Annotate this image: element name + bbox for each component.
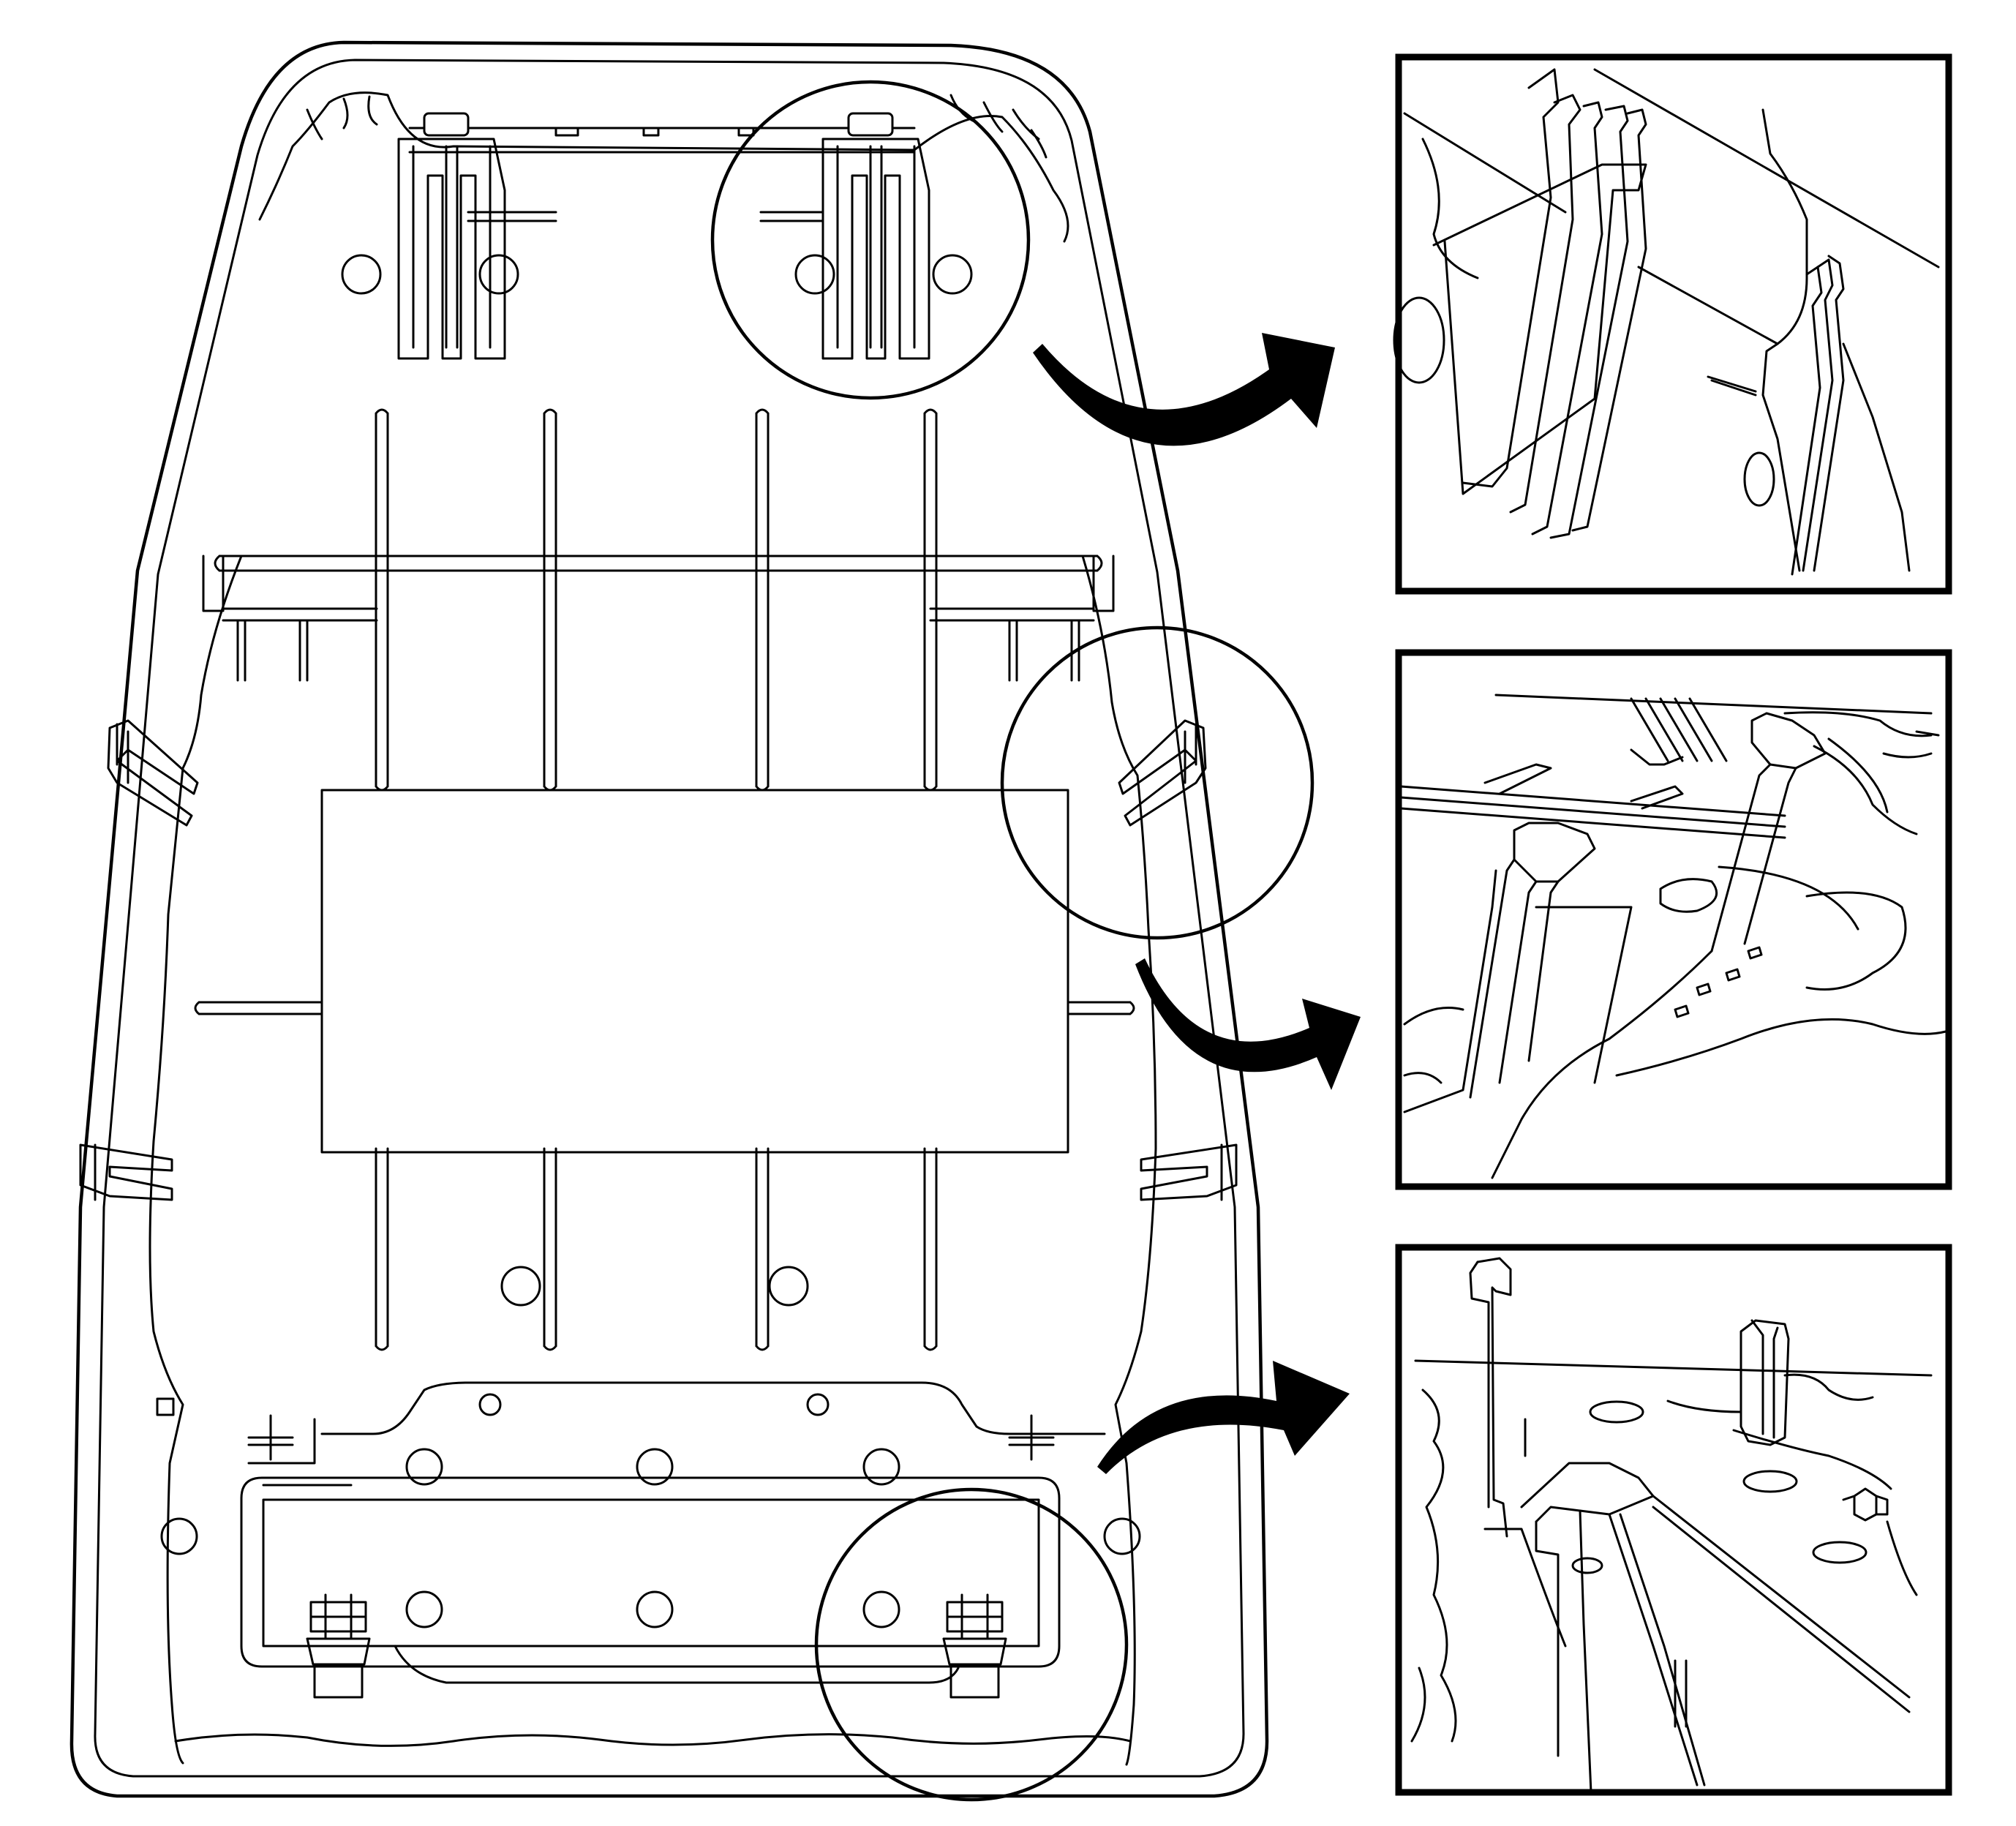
arrow-bottom <box>1097 1361 1350 1474</box>
center-label-panel <box>320 789 1069 1154</box>
detail-panel-bottom <box>1395 1244 1952 1796</box>
side-retainer-lower-right <box>1140 1143 1238 1201</box>
panel-outer-edge <box>69 40 1269 1798</box>
lower-clip-left <box>306 1593 371 1699</box>
foam-edge-left <box>148 555 243 1765</box>
lower-clip-right <box>942 1593 1007 1699</box>
magnifier-circles <box>710 80 1314 1802</box>
top-ridge <box>408 127 916 154</box>
magnifier-bottom <box>814 1487 1129 1802</box>
detail-panel-top <box>1393 53 1952 595</box>
foam-edge-bottom <box>174 1733 1132 1747</box>
seat-back-panel <box>69 40 1269 1798</box>
magnifier-top <box>710 80 1031 400</box>
side-retainer-lower-left <box>79 1143 173 1201</box>
detail-panel-middle <box>1395 649 1952 1190</box>
headrest-guide-right <box>759 112 973 360</box>
arrow-top <box>1033 333 1335 446</box>
wire-rods <box>375 408 938 1351</box>
lower-bracket <box>156 1381 1141 1684</box>
cross-rod <box>202 555 1115 682</box>
lower-hole-left <box>500 1266 541 1307</box>
magnifier-middle <box>1000 625 1314 940</box>
foam-edge-top <box>258 91 1069 243</box>
panel-inner-edge <box>94 59 1245 1778</box>
foam-edge-right <box>1081 555 1157 1766</box>
callout-arrows <box>1033 333 1361 1474</box>
middle-rod <box>194 1001 1135 1015</box>
side-retainer-upper-left <box>107 719 199 827</box>
lower-hole-right <box>768 1266 809 1307</box>
side-retainer-upper-right <box>1118 719 1207 827</box>
headrest-guide-left <box>341 112 557 360</box>
arrow-middle <box>1135 958 1361 1090</box>
